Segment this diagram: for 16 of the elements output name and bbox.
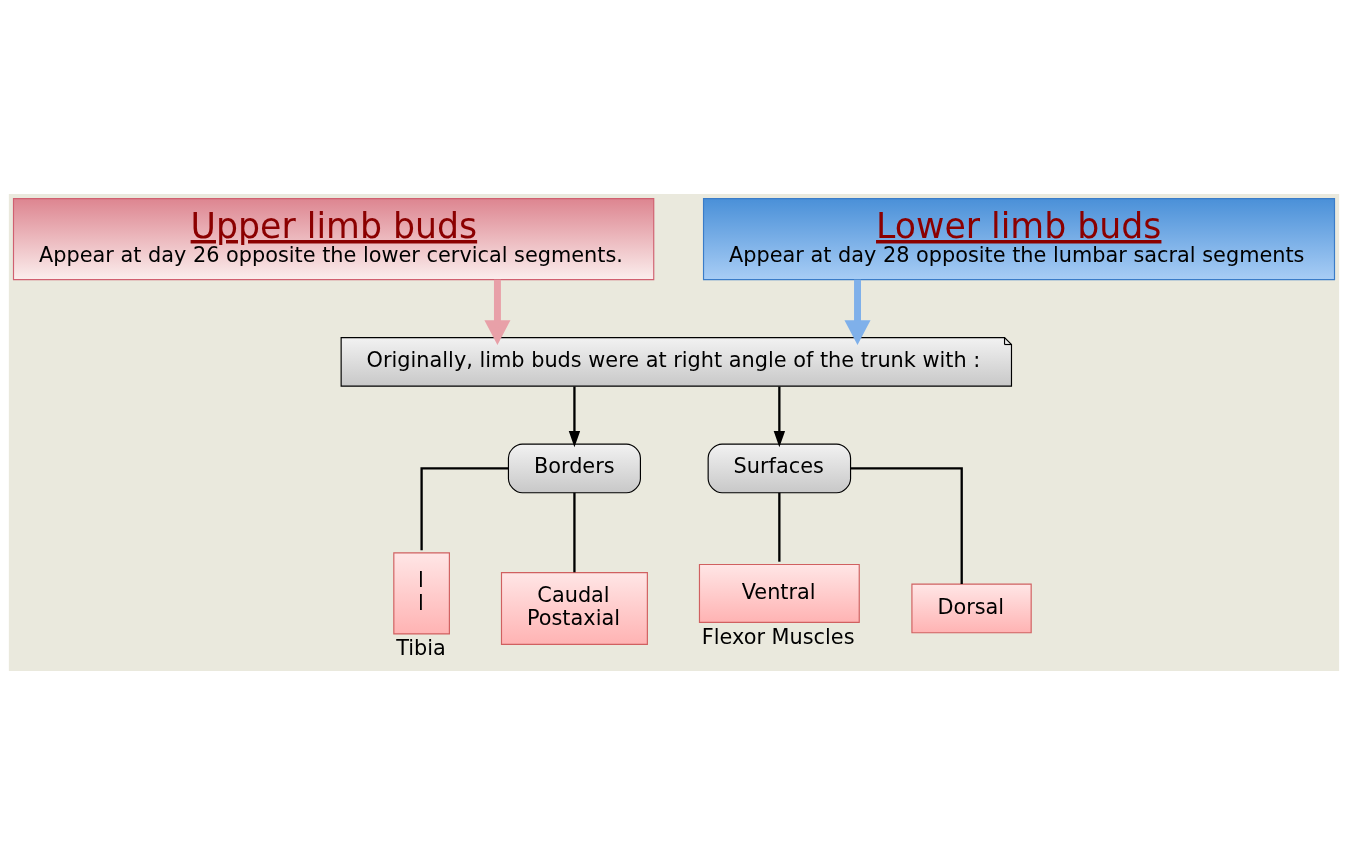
node-box: Caudal Postaxial xyxy=(500,571,648,645)
arrow xyxy=(773,386,786,447)
connector xyxy=(778,492,781,562)
arrow xyxy=(484,279,511,345)
connector xyxy=(420,466,509,550)
node-box: Borders xyxy=(507,443,641,493)
node-label: Tibia xyxy=(396,635,446,660)
connector xyxy=(850,466,963,584)
connector xyxy=(573,492,576,572)
arrow xyxy=(568,386,581,447)
node-box: Lower limb buds Appear at day 28 opposite the lumbar sacral segments xyxy=(702,197,1336,280)
node-label: Flexor Muscles xyxy=(701,624,855,649)
node-box: Dorsal xyxy=(911,583,1032,633)
node-box: Surfaces xyxy=(707,443,852,493)
node-box: Upper limb buds Appear at day 26 opposite the lower cervical segments. xyxy=(12,197,655,280)
arrow xyxy=(844,279,871,345)
